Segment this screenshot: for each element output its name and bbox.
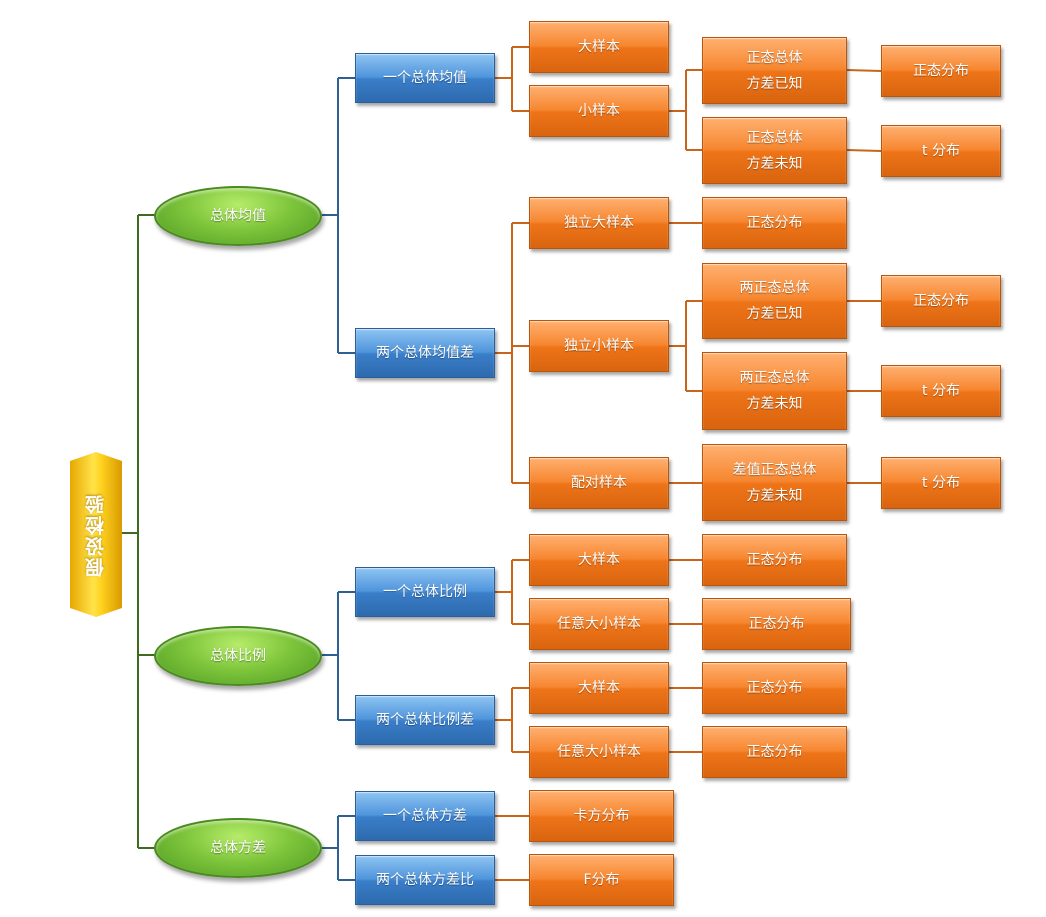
group-label: 总体均值	[210, 208, 266, 224]
condition-label: 正态分布	[746, 215, 803, 231]
dist-t-3: t 分布	[881, 457, 1001, 509]
root-label: 假设检验	[85, 492, 107, 577]
test-one-proportion: 一个总体比例	[355, 567, 495, 617]
dist-chi-square: 卡方分布	[529, 790, 674, 842]
cond-normal-dist-propdiff-large: 正态分布	[702, 662, 847, 714]
connector-dist	[846, 149, 882, 152]
dist-normal-2: 正态分布	[881, 275, 1001, 327]
sample-label: 大样本	[578, 680, 620, 696]
sample-paired: 配对样本	[529, 457, 669, 509]
condition-label: 两正态总体 方差未知	[739, 370, 810, 412]
test-label: 两个总体方差比	[376, 872, 474, 888]
cond-diff-normal-unknown-var: 差值正态总体 方差未知	[702, 444, 847, 521]
test-two-mean-diff: 两个总体均值差	[355, 328, 495, 378]
sample-label: 配对样本	[571, 475, 627, 491]
condition-label: 正态总体 方差已知	[746, 49, 803, 92]
sample-label: 独立大样本	[564, 215, 634, 231]
cond-two-normal-known-var: 两正态总体 方差已知	[702, 263, 847, 339]
sample-any-size-prop: 任意大小样本	[529, 598, 669, 650]
sample-label: 大样本	[578, 552, 620, 568]
sample-label: 卡方分布	[573, 808, 630, 824]
dist-f: F分布	[529, 854, 674, 906]
cond-normal-unknown-var: 正态总体 方差未知	[702, 117, 847, 184]
group-mean-node: 总体均值	[154, 186, 322, 246]
condition-label: 正态总体 方差未知	[746, 129, 803, 172]
test-label: 两个总体比例差	[376, 712, 474, 728]
condition-label: 正态分布	[746, 680, 803, 696]
sample-any-size-prop-diff: 任意大小样本	[529, 726, 669, 778]
sample-large-prop: 大样本	[529, 534, 669, 586]
test-one-variance: 一个总体方差	[355, 791, 495, 841]
cond-normal-dist-propdiff-any: 正态分布	[702, 726, 847, 778]
distribution-label: 正态分布	[913, 63, 969, 79]
connector-dist	[846, 69, 882, 72]
group-label: 总体方差	[210, 840, 266, 856]
sample-label: 独立小样本	[564, 338, 634, 354]
dist-normal-1: 正态分布	[881, 45, 1001, 97]
test-two-proportion-diff: 两个总体比例差	[355, 695, 495, 745]
distribution-label: t 分布	[922, 143, 960, 159]
dist-t-2: t 分布	[881, 365, 1001, 417]
cond-normal-dist-ind-large: 正态分布	[702, 197, 847, 249]
cond-normal-known-var: 正态总体 方差已知	[702, 37, 847, 104]
group-variance-node: 总体方差	[154, 818, 322, 878]
sample-label: 小样本	[578, 103, 620, 119]
test-label: 一个总体均值	[383, 70, 467, 86]
condition-label: 正态分布	[748, 616, 805, 632]
test-two-variance-ratio: 两个总体方差比	[355, 855, 495, 905]
test-label: 一个总体方差	[383, 808, 467, 824]
condition-label: 正态分布	[746, 552, 803, 568]
cond-two-normal-unknown-var: 两正态总体 方差未知	[702, 352, 847, 430]
cond-normal-dist-prop-large: 正态分布	[702, 534, 847, 586]
cond-normal-dist-prop-any: 正态分布	[702, 598, 851, 650]
condition-label: 差值正态总体 方差未知	[732, 461, 817, 504]
group-label: 总体比例	[210, 648, 266, 664]
condition-label: 两正态总体 方差已知	[739, 280, 810, 322]
root-node: 假设检验	[70, 452, 122, 617]
sample-label: 任意大小样本	[557, 744, 641, 760]
distribution-label: 正态分布	[913, 293, 969, 309]
sample-large: 大样本	[529, 21, 669, 73]
test-label: 一个总体比例	[383, 584, 467, 600]
distribution-label: t 分布	[922, 383, 960, 399]
sample-label: 任意大小样本	[557, 616, 641, 632]
sample-small: 小样本	[529, 85, 669, 137]
sample-large-prop-diff: 大样本	[529, 662, 669, 714]
sample-label: 大样本	[578, 39, 620, 55]
sample-independent-large: 独立大样本	[529, 197, 669, 249]
distribution-label: t 分布	[922, 475, 960, 491]
test-label: 两个总体均值差	[376, 345, 474, 361]
dist-t-1: t 分布	[881, 125, 1001, 177]
condition-label: 正态分布	[746, 744, 803, 760]
sample-label: F分布	[583, 872, 620, 888]
group-proportion-node: 总体比例	[154, 626, 322, 686]
test-one-mean: 一个总体均值	[355, 53, 495, 103]
sample-independent-small: 独立小样本	[529, 320, 669, 372]
